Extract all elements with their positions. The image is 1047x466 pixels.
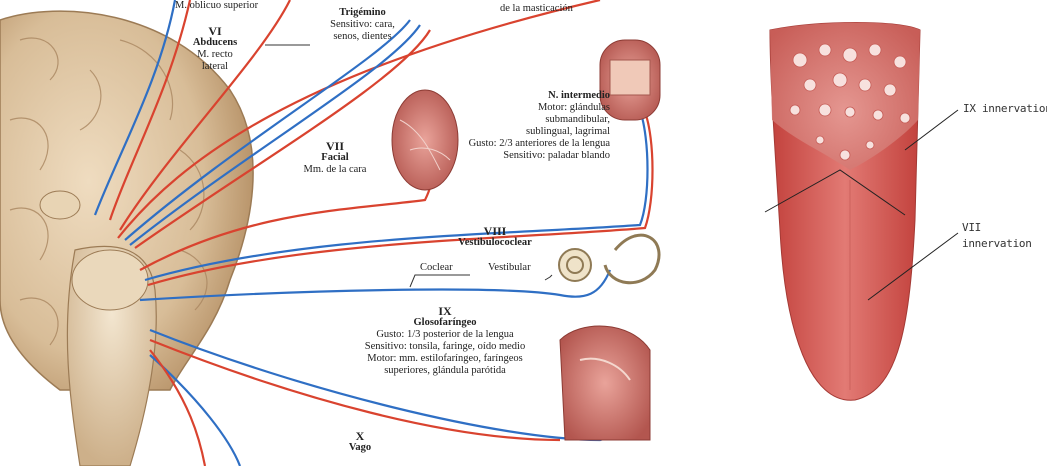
intermedio-line-2: submandibular, <box>440 114 610 126</box>
cranial-nerves-diagram: M. oblicuo superior de la masticación VI… <box>0 0 690 466</box>
nerve-viii-branch-coclear: Coclear <box>420 262 453 274</box>
nerve-viii-name: Vestibulococlear <box>440 237 550 249</box>
nerve-x-numeral: X <box>340 430 380 442</box>
throat-illustration <box>560 326 650 440</box>
nerve-vi-label: VI Abducens M. recto lateral <box>180 25 250 73</box>
intermedio-line-1: Motor: glándulas <box>440 102 610 114</box>
intermedio-line-5: Sensitivo: paladar blando <box>440 150 610 162</box>
nerve-ix-name: Glosofaríngeo <box>345 317 545 329</box>
nerve-x-name: Vago <box>340 442 380 454</box>
nerve-vi-numeral: VI <box>180 25 250 37</box>
inner-ear-illustration <box>559 235 659 283</box>
nerve-v-desc-2: senos, dientes <box>320 31 405 43</box>
nerve-v-desc-1: Sensitivo: cara, <box>320 19 405 31</box>
nerve-viii-label: VIII Vestibulococlear <box>440 225 550 249</box>
label-vii-innervation: innervation <box>962 238 1032 250</box>
label-vii-numeral: VII <box>962 222 981 234</box>
tongue-innervation-diagram: IX innervation VII innervation <box>700 0 1047 466</box>
label-oblicuo-superior: M. oblicuo superior <box>175 0 258 12</box>
nerve-viii-branch-vestibular: Vestibular <box>488 262 531 274</box>
nerve-ix-label: IX Glosofaríngeo Gusto: 1/3 posterior de… <box>345 305 545 377</box>
label-ix-innervation: IX innervation <box>963 103 1047 115</box>
nerve-ix-line-1: Gusto: 1/3 posterior de la lengua <box>345 329 545 341</box>
pons <box>72 250 148 310</box>
intermedio-line-3: sublingual, lagrimal <box>440 126 610 138</box>
nerve-ix-line-4: superiores, glándula parótida <box>345 365 545 377</box>
nerve-vi-desc-2: lateral <box>180 61 250 73</box>
cranial-nerves-illustration <box>0 0 690 466</box>
nerve-ix-line-3: Motor: mm. estilofaríngeo, faríngeos <box>345 353 545 365</box>
nerve-vi-desc-1: M. recto <box>180 49 250 61</box>
nerve-viii-numeral: VIII <box>440 225 550 237</box>
nerve-ix-line-2: Sensitivo: tonsila, faringe, oído medio <box>345 341 545 353</box>
nerve-vii-name: Facial <box>295 152 375 164</box>
intermedio-name: N. intermedio <box>440 90 610 102</box>
optic-chiasm <box>40 191 80 219</box>
nerve-vii-label: VII Facial Mm. de la cara <box>295 140 375 176</box>
intermedio-label: N. intermedio Motor: glándulas submandib… <box>440 90 610 162</box>
nerve-v-name: Trigémino <box>320 7 405 19</box>
nerve-v-label: Trigémino Sensitivo: cara, senos, diente… <box>320 7 405 43</box>
nerve-x-label: X Vago <box>340 430 380 454</box>
label-masticacion: de la masticación <box>500 3 573 15</box>
nerve-vii-numeral: VII <box>295 140 375 152</box>
tongue-illustration <box>700 0 1047 466</box>
nerve-ix-numeral: IX <box>345 305 545 317</box>
intermedio-line-4: Gusto: 2/3 anteriores de la lengua <box>440 138 610 150</box>
nerve-vi-name: Abducens <box>180 37 250 49</box>
nerve-vii-desc: Mm. de la cara <box>295 164 375 176</box>
